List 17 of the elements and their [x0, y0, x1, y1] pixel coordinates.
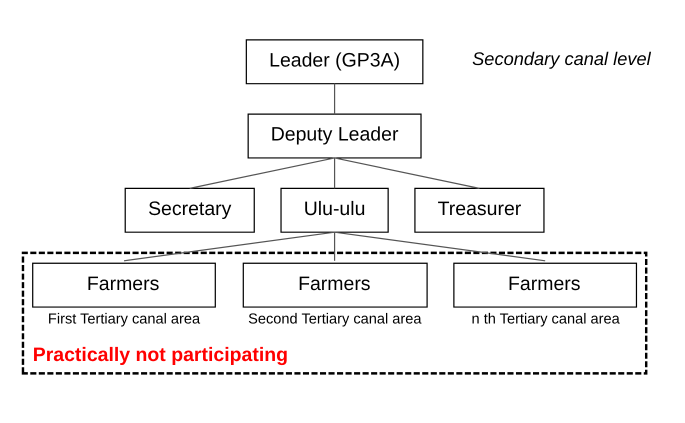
node-label: First Tertiary canal area [48, 312, 200, 328]
connector [334, 158, 336, 188]
connector [334, 84, 336, 114]
node-box: Secretary [124, 188, 255, 233]
node-box: Ulu-ulu [280, 188, 389, 233]
node-label: n th Tertiary canal area [472, 312, 620, 328]
connector [334, 157, 480, 189]
node-box: Farmers [32, 262, 216, 308]
node-box: Leader (GP3A) [246, 39, 424, 84]
label: Secondary canal level [472, 48, 651, 69]
node-box: Farmers [453, 262, 638, 308]
node-box: Treasurer [414, 188, 545, 233]
node-label: Second Tertiary canal area [248, 312, 422, 328]
connector [334, 232, 336, 261]
connector [190, 157, 335, 189]
node-box: Deputy Leader [248, 114, 422, 159]
node-box: Farmers [242, 262, 428, 308]
